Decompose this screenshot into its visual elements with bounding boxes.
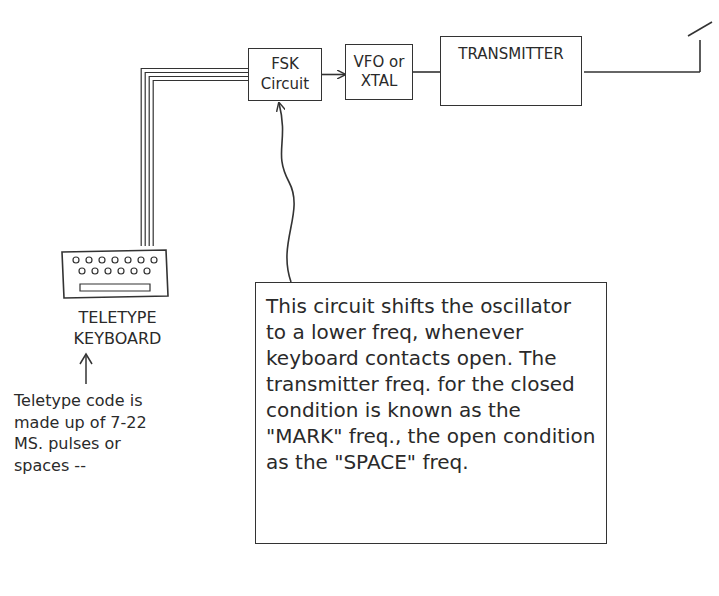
connector — [322, 74, 345, 75]
keyboard-node: TELETYPE KEYBOARD — [50, 246, 185, 354]
node-label: FSK Circuit — [255, 55, 315, 94]
leader-head — [80, 354, 92, 364]
antenna-mast — [699, 40, 701, 72]
process-box: FSK Circuit — [248, 48, 322, 101]
connector — [141, 69, 248, 247]
note-label: Teletype code is made up of 7-22 MS. pul… — [14, 390, 164, 476]
cable-wire — [145, 73, 248, 247]
cable-wire — [149, 77, 248, 247]
connector — [413, 72, 440, 73]
callout-text: This circuit shifts the oscillator to a … — [266, 293, 596, 475]
keyboard-outline — [62, 250, 168, 298]
signal-line — [413, 71, 440, 73]
node-label: TRANSMITTER — [449, 45, 573, 65]
signal-line — [322, 74, 345, 76]
node-label: TELETYPE KEYBOARD — [54, 308, 181, 350]
node-label: VFO or XTAL — [352, 53, 406, 92]
keyboard-keys — [73, 257, 157, 291]
callout-box: This circuit shifts the oscillator to a … — [255, 282, 607, 544]
oscillator-box: VFO or XTAL — [345, 44, 413, 100]
leader-arrow — [80, 354, 92, 384]
transmitter-box: TRANSMITTER — [440, 36, 582, 106]
cable-wire — [153, 81, 248, 247]
antenna — [584, 22, 712, 72]
connector — [279, 103, 294, 282]
cable-wire — [141, 69, 248, 247]
keyboard-illustration — [62, 250, 168, 298]
antenna-feed — [584, 71, 700, 73]
leader-line — [85, 356, 87, 384]
antenna-element — [688, 22, 712, 36]
callout-pointer — [279, 103, 294, 282]
